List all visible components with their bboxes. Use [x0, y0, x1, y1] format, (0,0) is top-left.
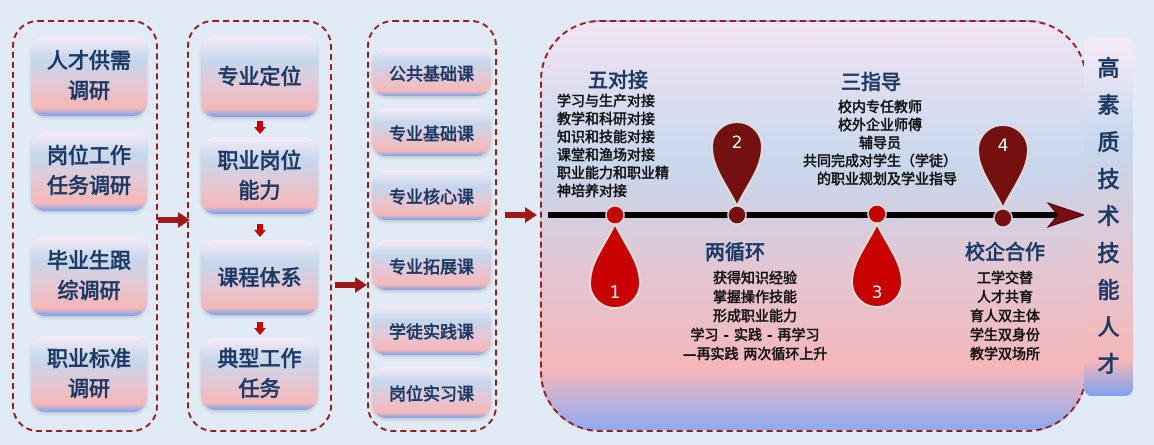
result-char: 术	[1097, 204, 1120, 230]
course-public-basic: 公共基础课	[372, 48, 491, 96]
text-line: 神培养对接	[557, 184, 627, 200]
text-line: 学生双身份	[970, 328, 1040, 344]
arrow-right-icon	[505, 207, 537, 223]
arrow-down-icon	[254, 121, 266, 134]
text-line: 校外企业师傅	[838, 118, 922, 134]
pin-2-label: 2	[731, 133, 743, 153]
result-char: 质	[1097, 130, 1120, 156]
box-job-ability: 职业岗位能力	[201, 137, 318, 214]
pin-1-label: 1	[609, 283, 621, 303]
text-line: 教学和科研对接	[557, 112, 655, 128]
pin-4-label: 4	[997, 136, 1009, 156]
column3-container	[367, 20, 497, 432]
course-apprentice-practice: 学徒实践课	[372, 305, 491, 355]
result-char: 技	[1097, 241, 1120, 267]
arrow-down-icon	[254, 224, 266, 237]
arrow-down-icon	[254, 322, 266, 335]
pin-2-icon	[710, 121, 764, 225]
result-box: 高 素 质 技 术 技 能 人 才	[1084, 38, 1133, 396]
result-char: 人	[1097, 315, 1120, 341]
result-char: 能	[1097, 278, 1120, 304]
text-line: 掌握操作技能	[713, 290, 797, 306]
pin-4-icon	[976, 124, 1030, 228]
course-major-extension: 专业拓展课	[372, 240, 491, 290]
text-line: 学习与生产对接	[557, 94, 655, 110]
timeline	[548, 121, 1086, 309]
text-line: 学习 - 实践 - 再学习	[690, 328, 820, 344]
course-job-internship: 岗位实习课	[372, 367, 491, 418]
text-line: 人才共育	[977, 290, 1033, 306]
box-vocational-standard: 职业标准调研	[31, 336, 147, 412]
xiaoqi-title: 校企合作	[965, 240, 1045, 264]
text-line: 获得知识经验	[713, 271, 797, 287]
text-line: 共同完成对学生（学徒）	[803, 154, 957, 170]
pin-3-label: 3	[871, 283, 883, 303]
wuduijie-title: 五对接	[588, 68, 648, 92]
text-line: 课堂和渔场对接	[557, 148, 655, 164]
text-line: 校内专任教师	[838, 100, 922, 116]
text-line: —再实践 两次循环上升	[682, 347, 828, 363]
text-line: 知识和技能对接	[557, 130, 655, 146]
course-major-basic: 专业基础课	[372, 108, 491, 156]
result-char: 才	[1097, 352, 1120, 378]
pin-1-icon	[588, 205, 642, 309]
box-major-positioning: 专业定位	[201, 36, 318, 117]
result-char: 技	[1097, 167, 1120, 193]
box-job-task: 岗位工作任务调研	[31, 131, 147, 211]
text-line: 辅导员	[859, 136, 901, 152]
liangxunhuan-lines: 获得知识经验 掌握操作技能 形成职业能力 学习 - 实践 - 再学习 —再实践 …	[660, 270, 850, 365]
column1-container	[12, 20, 158, 432]
sanzhidao-title: 三指导	[841, 70, 901, 94]
text-line: 育人双主体	[970, 309, 1040, 325]
box-typical-task: 典型工作任务	[201, 338, 318, 410]
text-line: 形成职业能力	[713, 309, 797, 325]
timeline-arrowhead-icon	[1046, 201, 1086, 229]
sanzhidao-lines: 校内专任教师 校外企业师傅 辅导员 共同完成对学生（学徒） 的职业规划及学业指导	[780, 99, 980, 189]
column2-container	[187, 20, 332, 432]
liangxunhuan-title: 两循环	[705, 240, 765, 264]
result-char: 素	[1097, 93, 1120, 119]
text-line: 的职业规划及学业指导	[817, 172, 957, 188]
box-graduate-followup: 毕业生跟综调研	[31, 236, 147, 316]
pin-3-icon	[850, 204, 904, 308]
arrow-right-icon	[158, 212, 190, 228]
model-panel	[540, 20, 1087, 432]
arrow-right-icon	[335, 277, 367, 293]
result-char: 高	[1097, 56, 1120, 82]
box-talent-demand: 人才供需调研	[31, 36, 147, 116]
text-line: 工学交替	[977, 271, 1033, 287]
wuduijie-lines: 学习与生产对接 教学和科研对接 知识和技能对接 课堂和渔场对接 职业能力和职业精…	[557, 93, 669, 201]
text-line: 教学双场所	[970, 347, 1040, 363]
course-major-core: 专业核心课	[372, 170, 491, 220]
text-line: 职业能力和职业精	[557, 166, 669, 182]
xiaoqi-lines: 工学交替 人才共育 育人双主体 学生双身份 教学双场所	[950, 270, 1060, 365]
box-curriculum-system: 课程体系	[201, 240, 318, 315]
